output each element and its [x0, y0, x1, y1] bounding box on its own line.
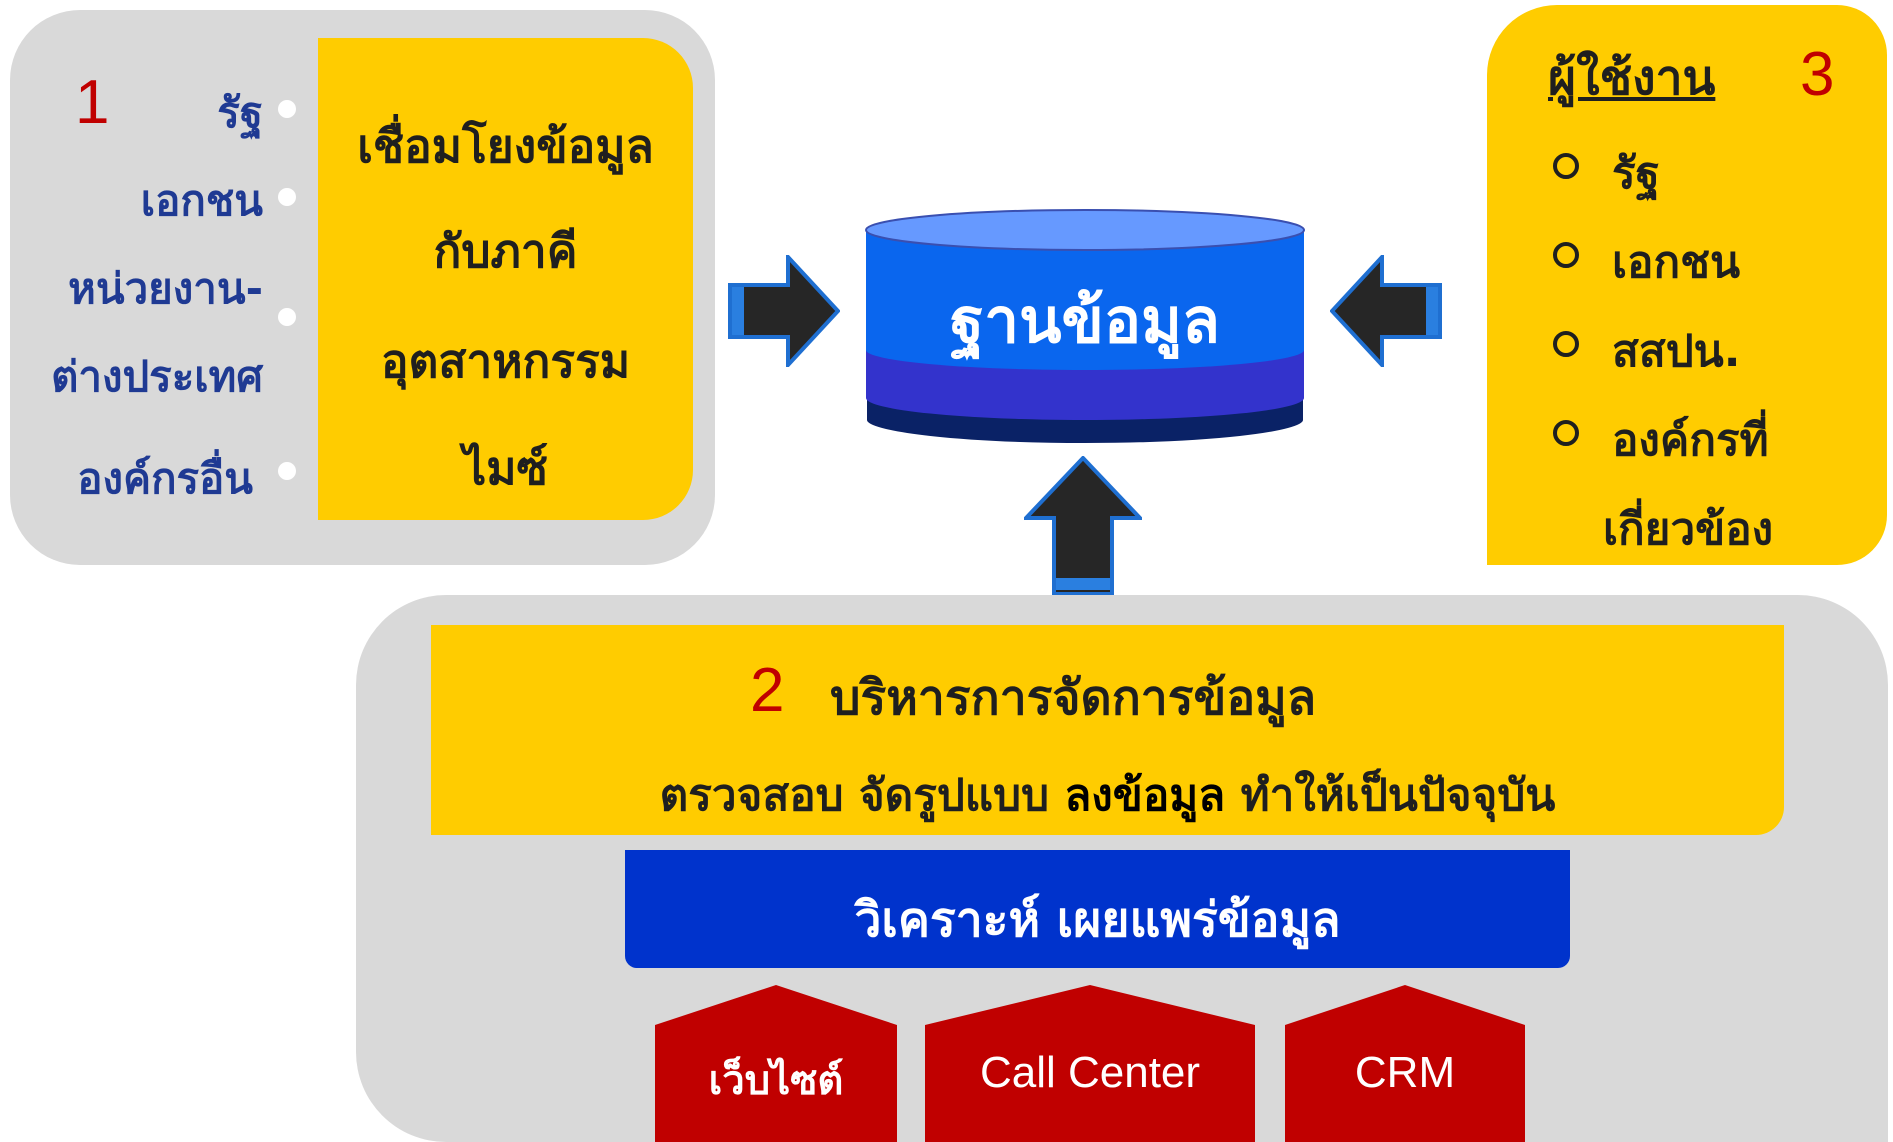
bullet-icon: [278, 100, 296, 118]
user-item-related-org: องค์กรที่: [1612, 415, 1769, 466]
tasks-part-2: ทำให้เป็นปัจจุบัน: [1240, 770, 1556, 821]
circle-bullet-icon: [1553, 153, 1579, 179]
link-data-line-4: ไมซ์: [463, 441, 548, 495]
user-item-tceb: สสปน.: [1612, 326, 1741, 377]
arrow-left-icon: [1330, 255, 1442, 367]
database-icon: [865, 209, 1305, 445]
channel-call-center[interactable]: Call Center: [979, 1048, 1201, 1097]
users-panel: [1487, 5, 1887, 565]
bullet-icon: [278, 308, 296, 326]
circle-bullet-icon: [1553, 420, 1579, 446]
link-data-box: [318, 38, 693, 520]
analysis-bar: [625, 850, 1570, 968]
bullet-icon: [278, 462, 296, 480]
management-tasks: ตรวจสอบ จัดรูปแบบ ลงข้อมูล ทำให้เป็นปัจจ…: [431, 760, 1784, 830]
channel-crm-shape: [1285, 985, 1525, 1142]
tasks-bold: ลงข้อมูล: [1064, 770, 1226, 821]
bullet-icon: [278, 188, 296, 206]
link-data-line-1: เชื่อมโยงข้อมูล: [357, 119, 654, 173]
partner-item-state: รัฐ: [217, 88, 263, 137]
channel-crm[interactable]: CRM: [1354, 1048, 1456, 1097]
partner-item-foreign-2: ต่างประเทศ: [51, 352, 263, 401]
circle-bullet-icon: [1553, 331, 1579, 357]
partner-item-foreign-1: หน่วยงาน-: [68, 264, 263, 313]
arrow-right-icon: [728, 255, 840, 367]
channel-website-shape: [655, 985, 897, 1142]
analysis-label: วิเคราะห์ เผยแพร่ข้อมูล: [854, 892, 1341, 948]
user-item-related-org-cont: เกี่ยวข้อง: [1603, 504, 1774, 555]
users-number: 3: [1800, 40, 1835, 109]
management-number: 2: [750, 656, 785, 725]
partners-number: 1: [75, 68, 110, 137]
management-title: บริหารการจัดการข้อมูล: [830, 670, 1317, 726]
arrow-up-icon: [1024, 456, 1142, 596]
management-box: [431, 625, 1784, 835]
user-item-private: เอกชน: [1612, 237, 1741, 288]
circle-bullet-icon: [1553, 242, 1579, 268]
database-label: ฐานข้อมูล: [950, 284, 1220, 357]
link-data-line-2: กับภาคี: [433, 224, 578, 278]
channel-call-center-shape: [925, 985, 1255, 1142]
channel-website[interactable]: เว็บไซต์: [708, 1058, 844, 1104]
link-data-line-3: อุตสาหกรรม: [380, 334, 631, 388]
user-item-state: รัฐ: [1612, 148, 1660, 199]
partner-item-private: เอกชน: [140, 176, 263, 225]
tasks-part-1: ตรวจสอบ จัดรูปแบบ: [659, 770, 1050, 821]
partner-item-other: องค์กรอื่น: [77, 454, 253, 503]
users-heading: ผู้ใช้งาน: [1548, 50, 1716, 106]
